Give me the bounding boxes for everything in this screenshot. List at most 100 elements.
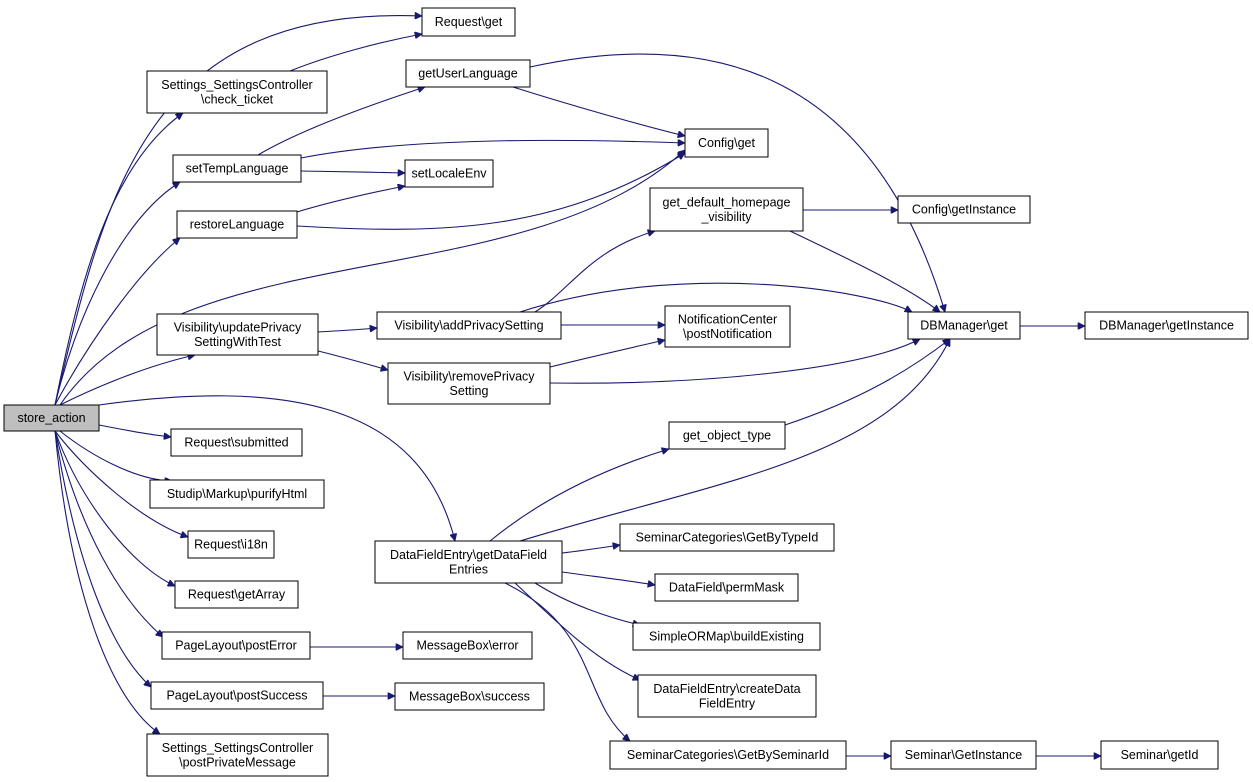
node-request_get[interactable]: Request\get — [421, 7, 516, 37]
node-box — [890, 740, 1037, 770]
node-postPrivateMessage[interactable]: Settings_SettingsController\postPrivateM… — [146, 733, 329, 777]
edge-arrow — [789, 230, 940, 312]
edge-setTempLanguage-to-setLocaleEnv — [300, 171, 405, 173]
node-get_object_type[interactable]: get_object_type — [668, 421, 786, 450]
node-label: PageLayout\postError — [175, 639, 297, 653]
node-setTempLanguage[interactable]: setTempLanguage — [172, 154, 302, 183]
call-edges — [54, 16, 1101, 756]
node-label: getUserLanguage — [418, 67, 517, 81]
node-seminar_getInstance[interactable]: Seminar\GetInstance — [890, 740, 1037, 770]
node-check_ticket[interactable]: Settings_SettingsController\check_ticket — [146, 70, 328, 114]
node-seminar_getId[interactable]: Seminar\getId — [1100, 740, 1219, 770]
node-postError[interactable]: PageLayout\postError — [161, 631, 311, 660]
node-box — [404, 159, 494, 188]
edge-arrow — [317, 350, 388, 370]
edge-store_action-to-updatePrivacy — [59, 355, 195, 406]
node-get_default_homepage_visibility[interactable]: get_default_homepage_visibility — [649, 187, 804, 232]
edge-store_action-to-getDataFieldEntries — [98, 395, 455, 541]
edge-addPrivacy-to-get_default_homepage_visibility — [534, 231, 655, 313]
edge-arrow — [784, 339, 950, 426]
edge-arrow — [59, 150, 685, 406]
node-postNotification[interactable]: NotificationCenter\postNotification — [664, 305, 791, 348]
edge-store_action-to-postError — [54, 430, 163, 637]
node-box — [149, 479, 325, 509]
edge-getUserLanguage-to-config_get — [512, 86, 685, 136]
edge-store_action-to-request_submitted — [98, 424, 171, 437]
node-purifyHtml[interactable]: Studip\Markup\purifyHtml — [149, 479, 325, 509]
node-label: SeminarCategories\GetByTypeId — [636, 531, 819, 545]
node-config_getInstance[interactable]: Config\getInstance — [897, 195, 1031, 224]
node-label: \postNotification — [683, 327, 772, 341]
edge-arrow — [519, 339, 951, 542]
node-box — [150, 681, 324, 710]
node-request_getArray[interactable]: Request\getArray — [174, 580, 299, 609]
node-request_i18n[interactable]: Request\i18n — [187, 530, 275, 559]
node-dbmanager_get[interactable]: DBManager\get — [907, 311, 1021, 340]
node-box — [632, 622, 821, 651]
node-config_get[interactable]: Config\get — [684, 128, 769, 158]
node-box — [146, 733, 329, 777]
edge-getUserLanguage-to-dbmanager_get — [529, 53, 945, 312]
node-label: FieldEntry — [699, 696, 756, 710]
edge-arrow — [98, 424, 171, 437]
edge-arrow — [54, 430, 163, 637]
node-addPrivacy[interactable]: Visibility\addPrivacySetting — [376, 311, 562, 340]
node-messagebox_error[interactable]: MessageBox\error — [402, 631, 533, 660]
edge-arrow — [54, 238, 180, 406]
node-restoreLanguage[interactable]: restoreLanguage — [176, 210, 298, 239]
node-box — [1100, 740, 1219, 770]
edge-getDataFieldEntries-to-createDataFieldEntry — [514, 582, 640, 680]
node-box — [174, 580, 299, 609]
node-box — [421, 7, 516, 37]
node-messagebox_success[interactable]: MessageBox\success — [394, 682, 545, 711]
node-label: \postPrivateMessage — [179, 755, 296, 769]
node-dbmanager_getInstance[interactable]: DBManager\getInstance — [1084, 311, 1249, 340]
node-store_action[interactable]: store_action — [3, 404, 100, 432]
node-label: MessageBox\error — [416, 639, 518, 653]
edge-store_action-to-request_i18n — [54, 430, 188, 537]
node-getByTypeId[interactable]: SeminarCategories\GetByTypeId — [619, 523, 835, 552]
edge-arrow — [300, 140, 685, 159]
node-setLocaleEnv[interactable]: setLocaleEnv — [404, 159, 494, 188]
node-postSuccess[interactable]: PageLayout\postSuccess — [150, 681, 324, 710]
node-label: setLocaleEnv — [411, 167, 487, 181]
edge-updatePrivacy-to-removePrivacy — [317, 350, 388, 370]
edge-store_action-to-request_getArray — [54, 430, 175, 586]
node-label: get_object_type — [683, 429, 771, 443]
edge-arrow — [519, 282, 912, 313]
node-getUserLanguage[interactable]: getUserLanguage — [405, 59, 531, 88]
edge-store_action-to-postSuccess — [54, 430, 151, 687]
edge-removePrivacy-to-postNotification — [549, 340, 665, 368]
edge-arrow — [54, 430, 160, 735]
edge-arrow — [514, 582, 640, 680]
edge-arrow — [504, 582, 630, 741]
edge-getDataFieldEntries-to-get_object_type — [489, 449, 669, 542]
node-permMask[interactable]: DataField\permMask — [654, 573, 799, 602]
edge-getDataFieldEntries-to-permMask — [561, 571, 655, 585]
node-box — [394, 682, 545, 711]
node-box — [146, 70, 328, 114]
edge-store_action-to-request_get — [54, 16, 422, 406]
edge-arrow — [561, 571, 655, 585]
edge-restoreLanguage-to-config_get — [296, 152, 685, 230]
node-box — [161, 631, 311, 660]
node-label: Settings_SettingsController — [162, 741, 313, 755]
node-request_submitted[interactable]: Request\submitted — [170, 428, 303, 457]
node-label: restoreLanguage — [190, 218, 285, 232]
node-label: Studip\Markup\purifyHtml — [167, 487, 307, 501]
node-label: \check_ticket — [201, 92, 274, 106]
edge-arrow — [54, 113, 183, 406]
node-buildExisting[interactable]: SimpleORMap\buildExisting — [632, 622, 821, 651]
node-label: Config\get — [698, 136, 756, 150]
edge-arrow — [300, 171, 405, 173]
node-label: SeminarCategories\GetBySeminarId — [627, 748, 829, 762]
node-getBySeminarId[interactable]: SeminarCategories\GetBySeminarId — [609, 740, 847, 770]
node-label: PageLayout\postSuccess — [166, 689, 307, 703]
edge-restoreLanguage-to-setLocaleEnv — [296, 186, 405, 213]
node-box — [668, 421, 786, 450]
node-label: Visibility\removePrivacy — [403, 369, 535, 383]
